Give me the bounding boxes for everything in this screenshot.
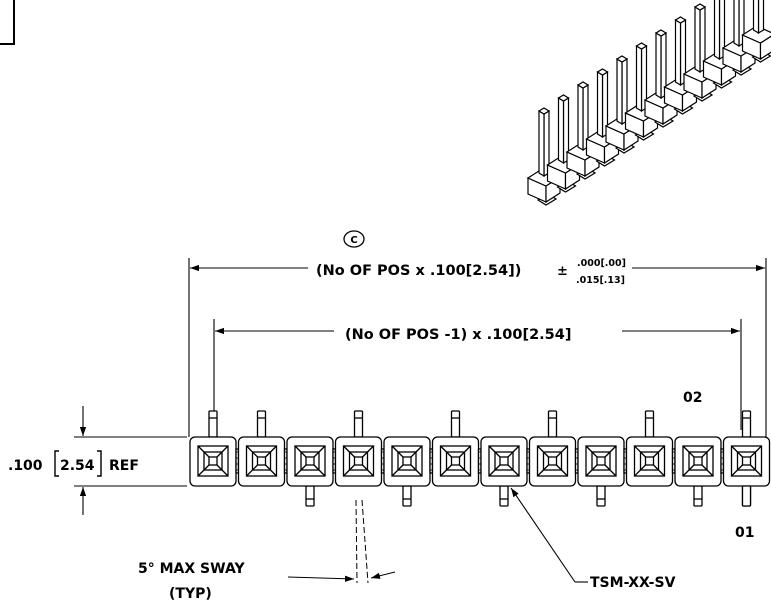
sway-note-line2: (TYP) xyxy=(169,586,212,602)
pin-label-01: 01 xyxy=(735,525,754,541)
overall-dimension xyxy=(188,258,767,437)
height-dimension xyxy=(74,406,187,515)
border-fragment xyxy=(0,0,15,45)
front-pin-7 xyxy=(431,410,482,487)
pitch-dimension xyxy=(213,319,742,430)
bracket-right xyxy=(97,450,102,477)
iso-pin-7 xyxy=(643,29,679,128)
iso-pin-11 xyxy=(721,0,757,76)
sway-detail xyxy=(287,499,396,584)
iso-pin-4 xyxy=(585,68,620,167)
sway-note-line1: 5° MAX SWAY xyxy=(138,561,245,577)
front-view xyxy=(189,410,771,507)
front-pin-1 xyxy=(722,410,771,507)
front-pin-12 xyxy=(189,410,240,487)
revision-mark: C xyxy=(343,230,365,248)
front-pin-5 xyxy=(528,410,579,487)
height-suffix: REF xyxy=(109,458,139,474)
height-value: .100 xyxy=(8,458,43,474)
tolerance-lower: .015[.13] xyxy=(576,275,625,286)
iso-pin-6 xyxy=(624,42,659,141)
front-pin-3 xyxy=(625,410,676,487)
pin-label-02: 02 xyxy=(683,390,702,406)
bracket-left xyxy=(54,450,59,477)
front-pin-4 xyxy=(577,436,628,507)
front-pin-2 xyxy=(674,436,725,507)
height-metric: 2.54 xyxy=(60,458,95,474)
front-pin-8 xyxy=(383,436,434,507)
iso-pin-5 xyxy=(604,55,640,154)
part-number-label: TSM-XX-SV xyxy=(590,575,676,591)
front-pin-9 xyxy=(334,410,385,487)
tolerance-upper: .000[.00] xyxy=(577,258,626,269)
pitch-dimension-text: (No OF POS -1) x .100[2.54] xyxy=(345,327,572,343)
part-number-leader xyxy=(510,487,588,583)
iso-pin-1 xyxy=(526,107,562,206)
tolerance-symbol: ± xyxy=(557,264,568,279)
front-pin-6 xyxy=(480,436,531,507)
isometric-view xyxy=(526,0,771,206)
front-pin-10 xyxy=(286,436,337,507)
iso-pin-8 xyxy=(663,16,698,115)
iso-pin-12 xyxy=(741,0,771,63)
iso-pin-3 xyxy=(565,81,601,180)
iso-pin-2 xyxy=(546,94,581,193)
overall-dimension-text: (No OF POS x .100[2.54]) xyxy=(316,263,521,279)
iso-pin-9 xyxy=(682,3,718,102)
front-pin-11 xyxy=(237,410,288,487)
revision-mark-letter: C xyxy=(350,235,357,246)
